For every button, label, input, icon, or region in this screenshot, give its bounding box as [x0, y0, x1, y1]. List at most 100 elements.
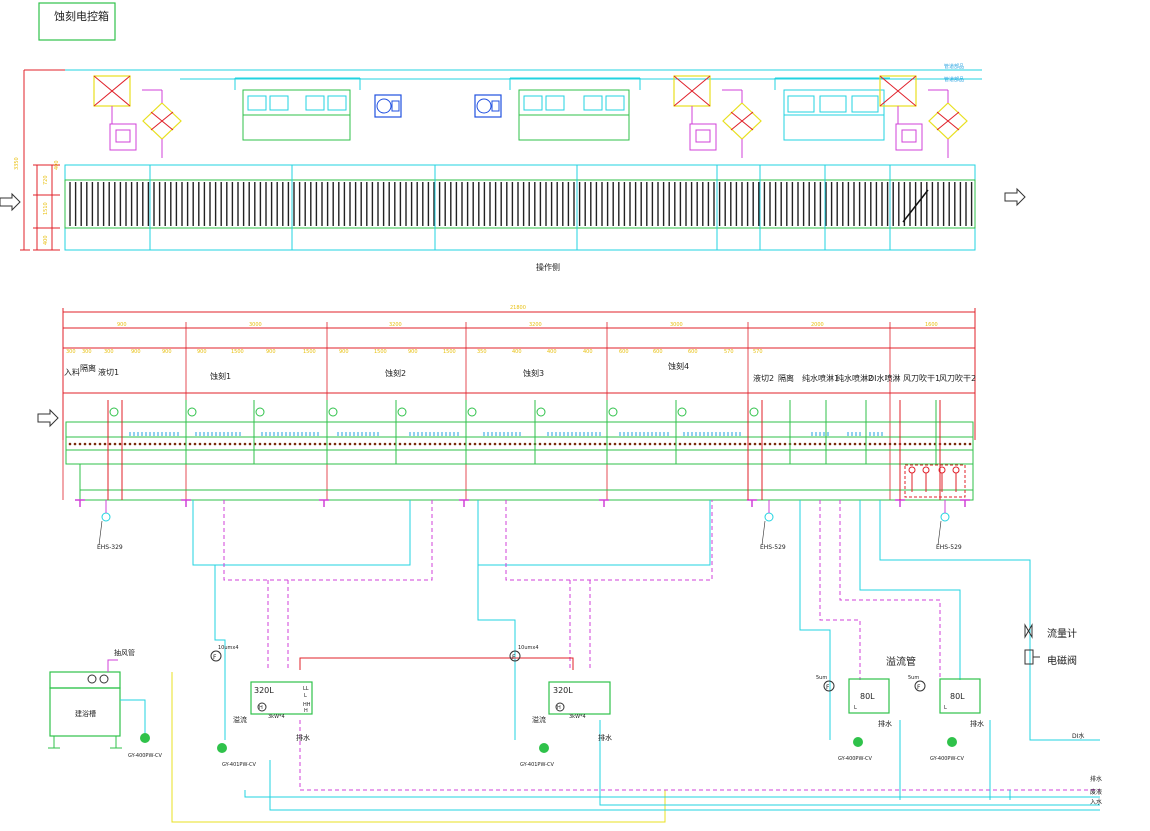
height-dim-3: 400 [43, 235, 49, 245]
roller [778, 442, 782, 446]
roller [338, 442, 342, 446]
section-pump-1: EHS-329 [97, 500, 123, 551]
roller [208, 442, 212, 446]
svg-text:F: F [826, 684, 830, 691]
sub-length: 600 [653, 349, 663, 355]
roller [628, 442, 632, 446]
roller [178, 442, 182, 446]
section-rollers [68, 442, 972, 446]
height-dim-2: 720 [43, 175, 49, 185]
overflow-label-2: 溢流 [532, 715, 546, 724]
roller [103, 442, 107, 446]
roller [153, 442, 157, 446]
fan-icon [467, 407, 477, 417]
roller [383, 442, 387, 446]
svg-text:LL: LL [303, 686, 309, 692]
svg-text:F: F [917, 684, 921, 691]
roller [958, 442, 962, 446]
roller [478, 442, 482, 446]
roller [523, 442, 527, 446]
roller [658, 442, 662, 446]
filter-label-2: 10umx4 [518, 645, 539, 651]
roller [908, 442, 912, 446]
drain-label-2: 排水 [598, 733, 612, 742]
pump-model-3: GY-400PW-CV [838, 756, 872, 762]
roller [608, 442, 612, 446]
roller [548, 442, 552, 446]
roller [368, 442, 372, 446]
roller [713, 442, 717, 446]
roller [578, 442, 582, 446]
fan-icon [187, 407, 197, 417]
section-entry-arrow [37, 408, 59, 428]
sub-length: 900 [162, 349, 172, 355]
roller [428, 442, 432, 446]
zone-label: 入料 [64, 367, 80, 377]
roller [193, 442, 197, 446]
zone-label: 蚀刻3 [523, 368, 544, 378]
piping [171, 500, 1100, 823]
roller [613, 442, 617, 446]
roller [493, 442, 497, 446]
roller [738, 442, 742, 446]
fan-icon [109, 407, 119, 417]
roller [403, 442, 407, 446]
roller [723, 442, 727, 446]
svg-text:F: F [512, 654, 516, 661]
roller [513, 442, 517, 446]
segment-length: 1600 [925, 322, 938, 328]
roller [568, 442, 572, 446]
pump-model-4: GY-400PW-CV [930, 756, 964, 762]
roller [748, 442, 752, 446]
roller [833, 442, 837, 446]
flowmeter-icon [1024, 623, 1033, 639]
drain-label-3: 排水 [878, 719, 892, 728]
top-tank-unit-2 [509, 77, 641, 141]
big-tank-2: 320L H 3kW*4 F 10umx4 GY-401PW-CV 溢流 排水 [509, 645, 612, 768]
dryer-heaters [904, 464, 966, 498]
roller [633, 442, 637, 446]
roller [173, 442, 177, 446]
top-view: 3350 1510 720 400 400 管道部品 管道部品 操作侧 [0, 63, 1026, 272]
roller [928, 442, 932, 446]
roller [903, 442, 907, 446]
roller [653, 442, 657, 446]
section-dividers [107, 400, 937, 464]
roller [288, 442, 292, 446]
roller [638, 442, 642, 446]
roller [293, 442, 297, 446]
small-tank-1: 80L L F 5um GY-400PW-CV 排水 [816, 675, 892, 762]
svg-text:L: L [304, 693, 307, 699]
roller [398, 442, 402, 446]
sub-length: 900 [266, 349, 276, 355]
roller [683, 442, 687, 446]
roller [113, 442, 117, 446]
roller [688, 442, 692, 446]
roller [418, 442, 422, 446]
roller [543, 442, 547, 446]
sub-length: 900 [339, 349, 349, 355]
roller [448, 442, 452, 446]
sub-length: 570 [724, 349, 734, 355]
roller [668, 442, 672, 446]
filter-label-1: 10umx4 [218, 645, 239, 651]
roller [423, 442, 427, 446]
fan-icon [608, 407, 618, 417]
zone-label: 液切1 [98, 367, 119, 377]
overflow-label-1: 溢流 [233, 715, 247, 724]
roller [308, 442, 312, 446]
roller [878, 442, 882, 446]
drain-label-4: 排水 [970, 719, 984, 728]
roller [433, 442, 437, 446]
roller [883, 442, 887, 446]
pump-tag-2: EHS-529 [760, 544, 786, 551]
svg-text:H: H [304, 708, 308, 714]
roller [278, 442, 282, 446]
zone-label: 风刀吹干2 [939, 373, 976, 383]
roller [858, 442, 862, 446]
roller [213, 442, 217, 446]
roller [603, 442, 607, 446]
section-pump-2: EHS-529 [760, 500, 786, 551]
roller [133, 442, 137, 446]
